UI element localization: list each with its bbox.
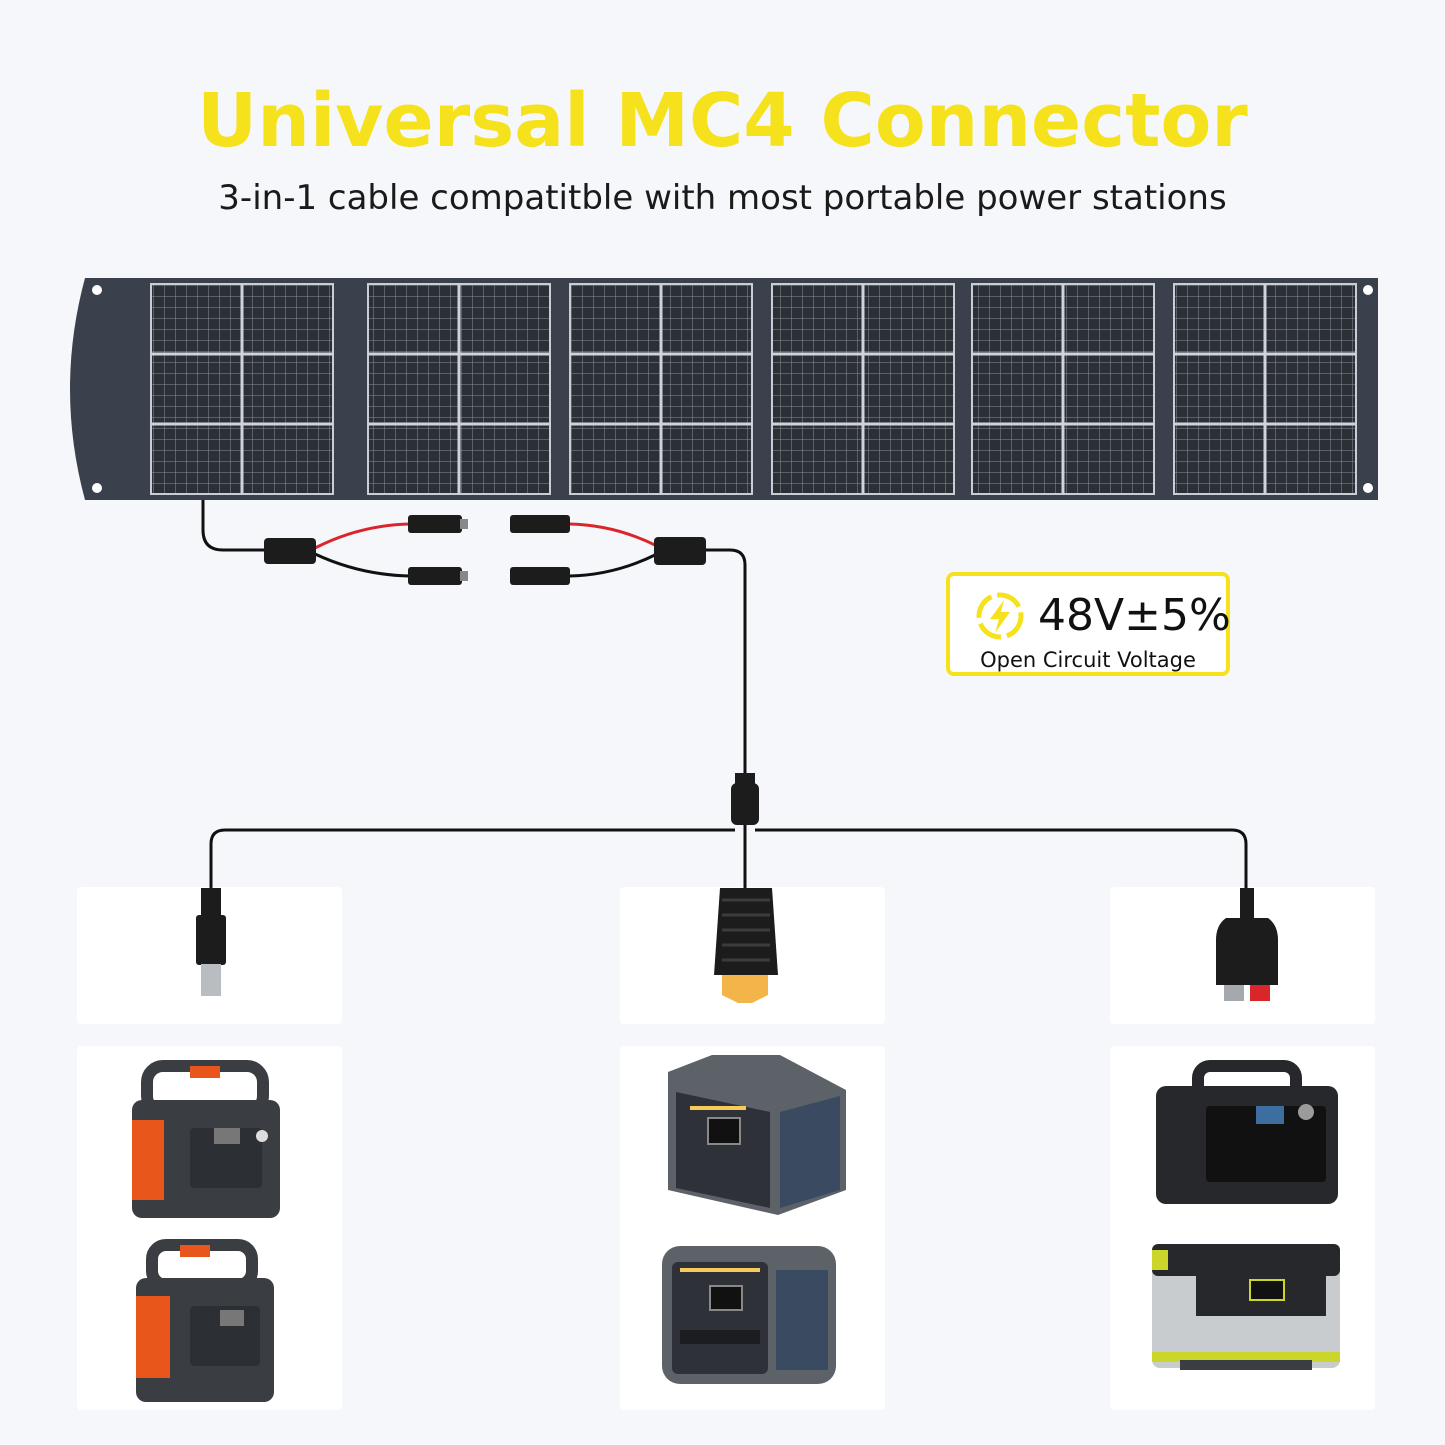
dc5521-plug-icon (196, 888, 226, 996)
page-title: Universal MC4 Connector (197, 78, 1248, 164)
mc4-y-branch-cable-icon (201, 500, 747, 775)
xt60-plug-icon (714, 888, 778, 1003)
cable-junction-icon (731, 773, 759, 825)
voltage-value: 48V±5% (1038, 590, 1231, 641)
grey-power-station-icon (662, 1055, 846, 1384)
page-subtitle: 3-in-1 cable compatitble with most porta… (218, 178, 1227, 218)
black-yellow-power-station-icon (1152, 1060, 1340, 1370)
lightning-bolt-icon (976, 592, 1024, 640)
mc4-connector-icon (264, 515, 706, 585)
output-split-cable-icon (209, 820, 1248, 890)
voltage-badge: 48V±5% Open Circuit Voltage (946, 572, 1231, 676)
orange-power-station-icon (132, 1060, 280, 1402)
voltage-label: Open Circuit Voltage (980, 648, 1196, 672)
anderson-plug-icon (1216, 888, 1278, 1001)
solar-panel-icon (70, 278, 1378, 500)
